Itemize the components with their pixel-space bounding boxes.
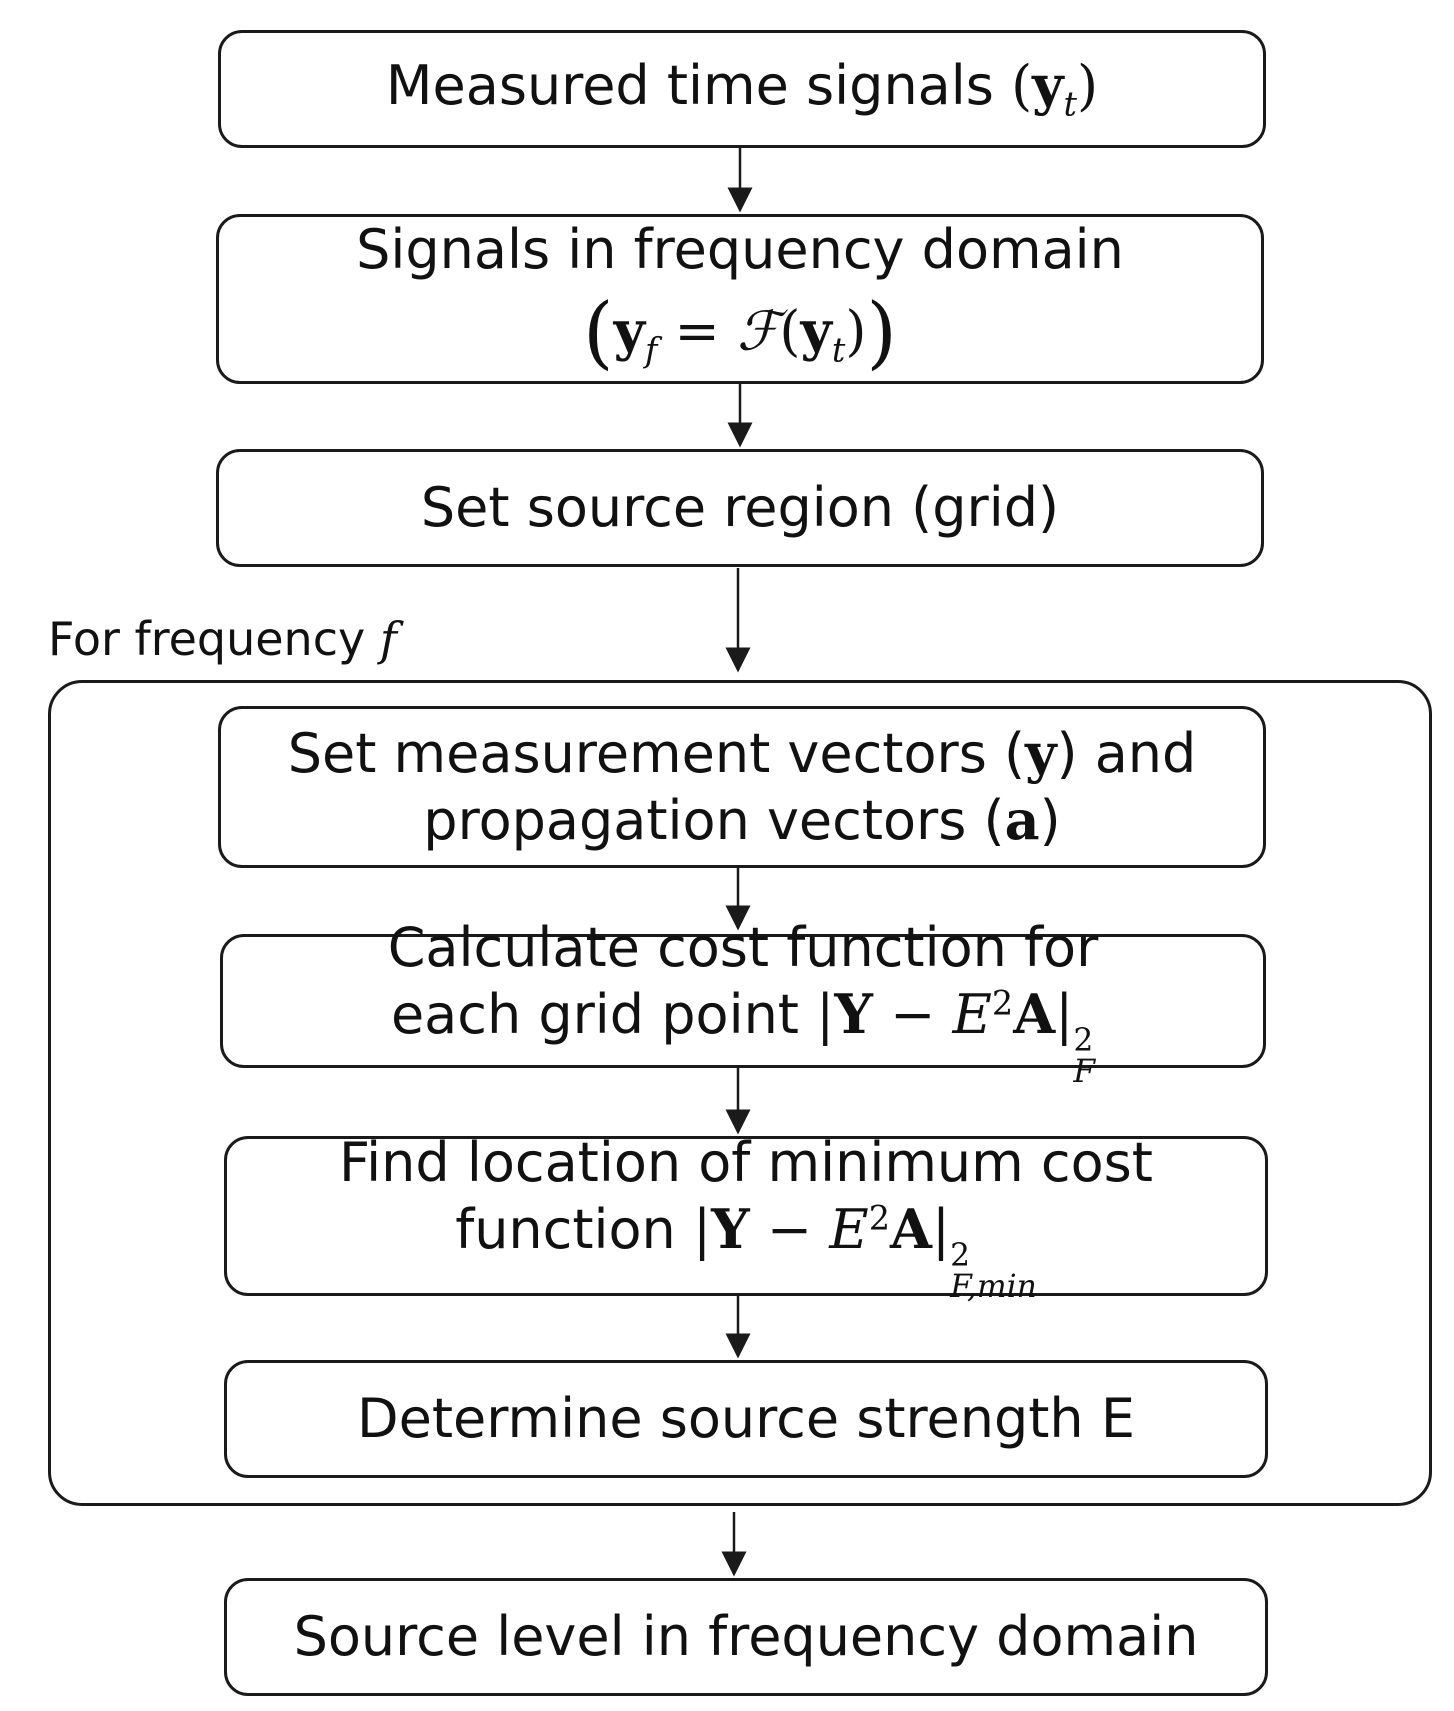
math-superscript: 2 [950, 1237, 971, 1274]
step-label: Determine source strength E [357, 1387, 1135, 1451]
frequency-loop [48, 680, 1432, 1506]
math-superscript: 2 [868, 1198, 891, 1238]
math-operator: = [657, 299, 737, 363]
step-source-strength: Determine source strength E [224, 1360, 1268, 1478]
step-label: Measured time signals [385, 54, 1012, 118]
step-label-line2: propagation vectors (a) [423, 787, 1060, 855]
step-minimum-cost: Find location of minimum cost function |… [224, 1131, 1268, 1303]
math-symbol: y [800, 298, 832, 363]
loop-label: For frequency f [48, 612, 397, 666]
math-symbol: a [1004, 788, 1040, 852]
step-label: ) and [1056, 721, 1197, 785]
fourier-equation: (yf = ℱ(yt)) [583, 286, 897, 378]
math-subscript: t [831, 330, 846, 370]
math-symbol: ℱ [736, 299, 780, 363]
step-label: Calculate cost function for [387, 915, 1099, 979]
math-superscript: 2 [1073, 1022, 1094, 1059]
step-label: Signals in frequency domain [356, 218, 1124, 282]
step-source-region: Set source region (grid) [216, 449, 1264, 567]
step-label: Set measurement vectors ( [287, 721, 1026, 785]
math-operator: − [872, 983, 953, 1047]
math-symbol: A [890, 1197, 932, 1262]
loop-label-text: For frequency [48, 612, 380, 666]
math-symbol: E [952, 983, 992, 1047]
math-subscript: t [1063, 84, 1077, 124]
math-symbol: A [1013, 982, 1056, 1047]
step-label: Set source region (grid) [420, 476, 1060, 540]
step-label: Source level in frequency domain [293, 1605, 1199, 1669]
step-source-level: Source level in frequency domain [224, 1578, 1268, 1696]
math-symbol: f [379, 612, 397, 666]
math-subscript: f [644, 330, 658, 370]
step-label: each grid point [390, 983, 817, 1047]
step-label: function [455, 1198, 693, 1262]
math-superscript: 2 [991, 983, 1014, 1023]
math-subscript: F [1073, 1053, 1096, 1090]
step-label: propagation vectors ( [423, 789, 1005, 852]
step-frequency-domain: Signals in frequency domain (yf = ℱ(yt)) [216, 214, 1264, 384]
step-measured-time-signals: Measured time signals (yt) [218, 30, 1266, 148]
step-label: Find location of minimum cost [339, 1130, 1153, 1194]
math-symbol: Y [711, 1197, 750, 1262]
step-label: ) [1039, 789, 1061, 852]
math-symbol: y [613, 298, 645, 363]
math-symbol: y [1032, 53, 1064, 118]
step-cost-function: Calculate cost function for each grid po… [220, 916, 1266, 1088]
math-symbol: y [1025, 720, 1057, 785]
math-symbol: Y [834, 982, 873, 1047]
math-subscript: F,min [950, 1268, 1037, 1305]
step-label-line1: Set measurement vectors (y) and [288, 720, 1197, 788]
math-symbol: E [829, 1198, 869, 1262]
math-operator: − [749, 1198, 830, 1262]
step-measurement-vectors: Set measurement vectors (y) and propagat… [218, 706, 1266, 868]
